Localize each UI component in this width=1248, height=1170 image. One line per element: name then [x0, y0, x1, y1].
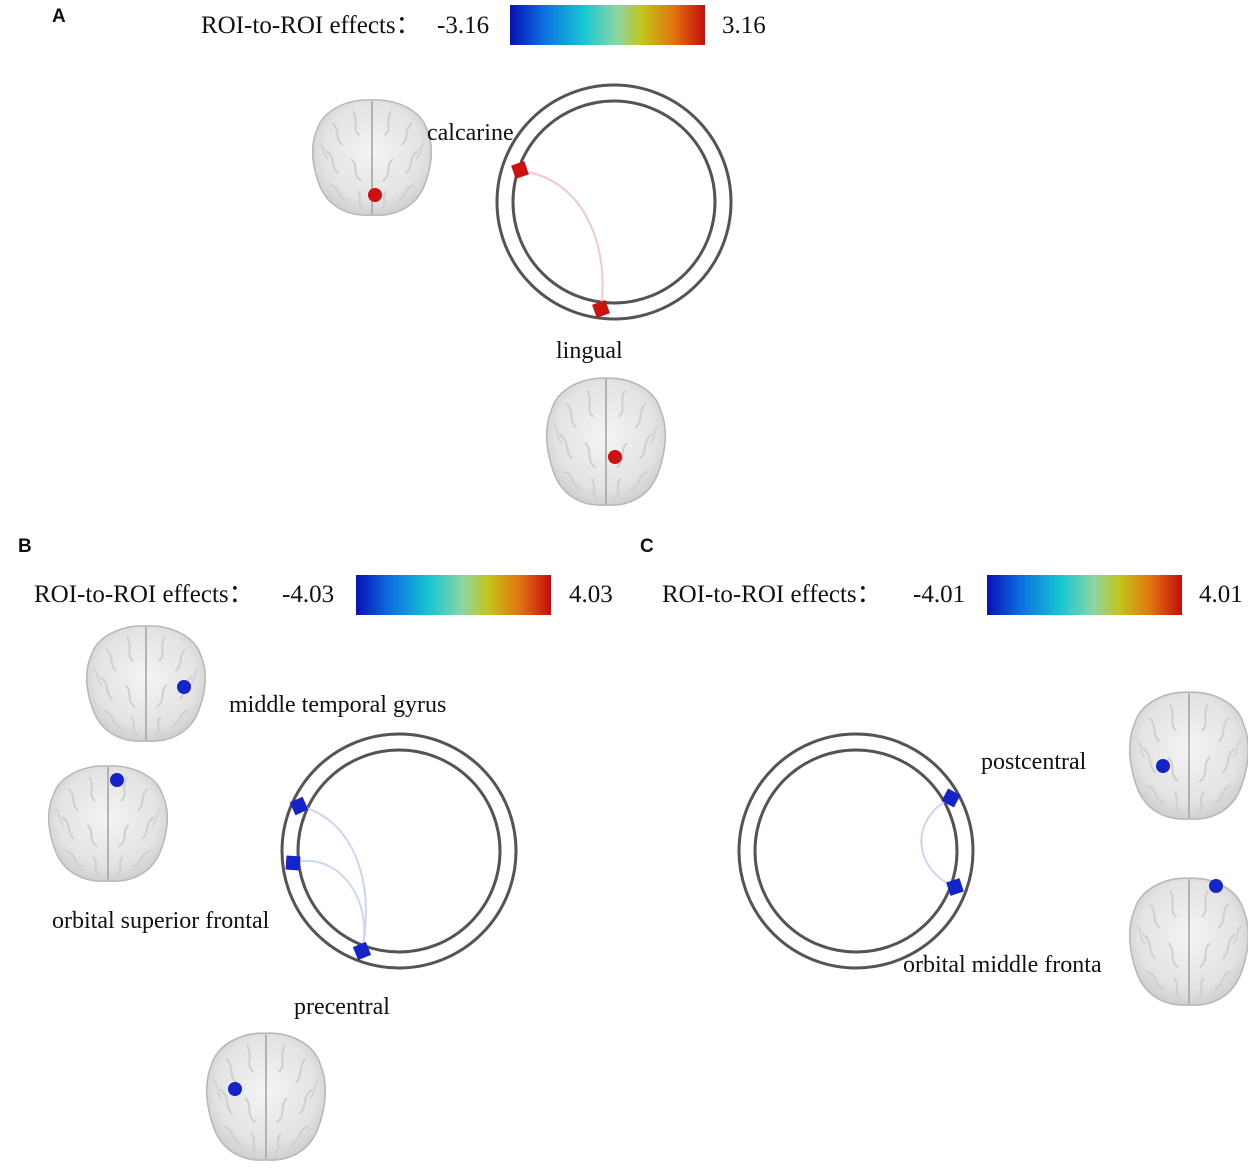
ring-node-middle-temporal-gyrus	[289, 796, 309, 816]
colorbar-gradient	[510, 5, 705, 45]
roi-label-middle-temporal-gyrus: middle temporal gyrus	[229, 692, 446, 718]
ring-node-orbital-superior-frontal	[285, 855, 301, 871]
colorbar-title: ROI-to-ROI effects：	[201, 12, 421, 39]
panel-b-brain-orbital-superior-frontal	[47, 764, 169, 883]
ring-node-postcentral	[941, 788, 961, 808]
panel-b-label: B	[18, 536, 32, 557]
panel-c-colorbar: ROI-to-ROI effects： -4.01 4.01	[662, 575, 1243, 615]
colorbar-gradient	[987, 575, 1182, 615]
ring-node-precentral	[352, 941, 372, 961]
connection-postcentral-orbital-middle-frontal	[920, 797, 956, 888]
panel-a: A ROI-to-ROI effects： -3.16 3.16 calcari…	[52, 5, 766, 507]
roi-marker-middle-temporal-gyrus	[177, 680, 191, 694]
roi-marker-orbital-middle-frontal	[1209, 879, 1223, 893]
roi-label-orbital-superior-frontal: orbital superior frontal	[52, 908, 270, 934]
panel-a-label: A	[52, 6, 66, 27]
panel-c: C ROI-to-ROI effects： -4.01 4.01 postcen…	[640, 536, 1248, 1007]
connection-calcarine-lingual	[520, 170, 604, 310]
colorbar-min-label: -3.16	[437, 12, 489, 39]
roi-label-postcentral: postcentral	[981, 749, 1087, 775]
colorbar-max-label: 4.01	[1199, 581, 1243, 608]
panel-c-brain-orbital-middle-frontal	[1128, 877, 1248, 1007]
roi-label-orbital-middle-frontal: orbital middle fronta	[903, 952, 1102, 978]
ring-node-calcarine	[511, 161, 529, 179]
roi-label-precentral: precentral	[294, 994, 390, 1020]
colorbar-title: ROI-to-ROI effects：	[34, 581, 254, 608]
roi-marker-postcentral	[1156, 759, 1170, 773]
ring-node-orbital-middle-frontal	[946, 878, 964, 896]
panel-a-connectome-ring	[495, 83, 733, 321]
panel-b-connectome-ring	[280, 732, 518, 970]
roi-marker-orbital-superior-frontal	[110, 773, 124, 787]
connection-orbital-superior-frontal-precentral	[292, 860, 366, 952]
panel-c-connectome-ring	[737, 732, 975, 970]
colorbar-max-label: 3.16	[722, 12, 766, 39]
colorbar-min-label: -4.03	[282, 581, 334, 608]
roi-label-lingual: lingual	[556, 338, 623, 364]
colorbar-min-label: -4.01	[913, 581, 965, 608]
roi-marker-calcarine	[368, 188, 382, 202]
panel-b-colorbar: ROI-to-ROI effects： -4.03 4.03	[34, 575, 613, 615]
colorbar-max-label: 4.03	[569, 581, 613, 608]
connection-middle-temporal-precentral	[298, 805, 367, 952]
roi-marker-lingual	[608, 450, 622, 464]
panel-b: B ROI-to-ROI effects： -4.03 4.03 middle …	[18, 536, 613, 1162]
panel-a-brain-lingual	[545, 377, 667, 507]
panel-a-colorbar: ROI-to-ROI effects： -3.16 3.16	[201, 5, 766, 45]
ring-node-lingual	[592, 300, 610, 318]
colorbar-title: ROI-to-ROI effects：	[662, 581, 882, 608]
roi-marker-precentral	[228, 1082, 242, 1096]
roi-label-calcarine: calcarine	[427, 120, 514, 146]
panel-b-brain-middle-temporal	[85, 624, 207, 743]
panel-a-brain-calcarine	[311, 98, 433, 217]
panel-b-brain-precentral	[205, 1032, 327, 1162]
panel-c-brain-postcentral	[1128, 691, 1248, 821]
panel-c-label: C	[640, 536, 654, 557]
colorbar-gradient	[356, 575, 551, 615]
